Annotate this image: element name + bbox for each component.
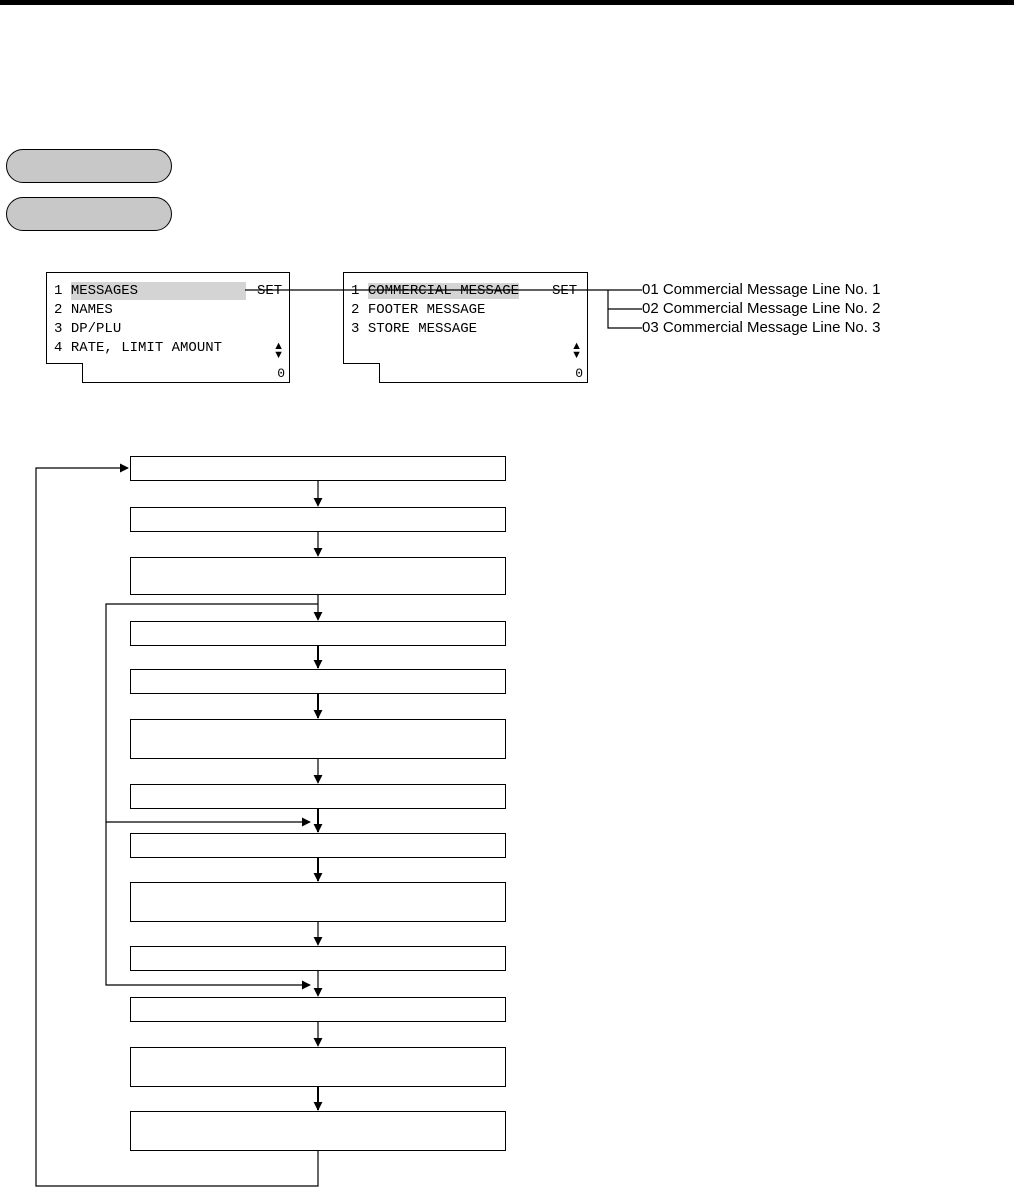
flow-step-4 (130, 621, 506, 646)
option-3: 03 Commercial Message Line No. 3 (642, 319, 881, 336)
return-loop (35, 463, 319, 1187)
messages-counter: 0 (379, 363, 588, 383)
flow-step-13 (130, 1111, 506, 1151)
flow-step-2 (130, 507, 506, 532)
messages-item-3: 3 STORE MESSAGE (351, 320, 477, 338)
flow-step-8 (130, 833, 506, 858)
up-down-triangle-icon: ▲▼ (273, 340, 284, 361)
connector-option-2 (607, 290, 642, 310)
menu-item-label: FOOTER MESSAGE (367, 302, 486, 318)
flow-step-9 (130, 882, 506, 922)
menu-item-number: 3 (54, 321, 63, 337)
menu-item-label: RATE, LIMIT AMOUNT (70, 340, 223, 356)
menu-item-label: DP/PLU (70, 321, 122, 337)
flow-step-10 (130, 946, 506, 971)
menu-item-1: 1 MESSAGES (54, 282, 246, 300)
menu-item-4: 4 RATE, LIMIT AMOUNT (54, 339, 222, 357)
messages-item-1: 1 COMMERCIAL MESSAGE (351, 282, 520, 300)
menu-set-label: SET (257, 283, 283, 299)
mode-pill-1 (6, 149, 172, 183)
menu-item-2: 2 NAMES (54, 301, 113, 319)
menu-item-label: COMMERCIAL MESSAGE (367, 283, 520, 299)
top-rule (0, 0, 1014, 5)
menu-item-number: 1 (351, 283, 360, 299)
menu-item-number: 2 (54, 302, 63, 318)
counter-value: 0 (277, 366, 285, 381)
menu-item-label: NAMES (70, 302, 113, 318)
counter-value: 0 (575, 366, 583, 381)
flow-step-1 (130, 456, 506, 481)
flow-step-6 (130, 719, 506, 759)
option-1: 01 Commercial Message Line No. 1 (642, 281, 881, 298)
bypass-branch-1 (105, 603, 318, 827)
flow-step-11 (130, 997, 506, 1022)
menu-item-3: 3 DP/PLU (54, 320, 121, 338)
bypass-branch-2 (105, 822, 311, 990)
up-down-triangle-icon: ▲▼ (571, 340, 582, 361)
flow-step-12 (130, 1047, 506, 1087)
menu-screen: 1 MESSAGES 2 NAMES 3 DP/PLU 4 RATE, LIMI… (46, 272, 290, 364)
menu-item-number: 3 (351, 321, 360, 337)
mode-pill-2 (6, 197, 172, 231)
menu-item-number: 2 (351, 302, 360, 318)
menu-item-label: STORE MESSAGE (367, 321, 478, 337)
menu-counter: 0 (82, 363, 290, 383)
option-2: 02 Commercial Message Line No. 2 (642, 300, 881, 317)
flow-step-5 (130, 669, 506, 694)
flow-step-3 (130, 557, 506, 595)
messages-screen: 1 COMMERCIAL MESSAGE 2 FOOTER MESSAGE 3 … (343, 272, 588, 364)
menu-item-number: 1 (54, 283, 63, 299)
menu-item-label: MESSAGES (70, 282, 246, 300)
menu-item-number: 4 (54, 340, 63, 356)
connector-option-3 (607, 309, 642, 329)
messages-item-2: 2 FOOTER MESSAGE (351, 301, 485, 319)
flow-step-7 (130, 784, 506, 809)
messages-set-label: SET (552, 283, 578, 299)
